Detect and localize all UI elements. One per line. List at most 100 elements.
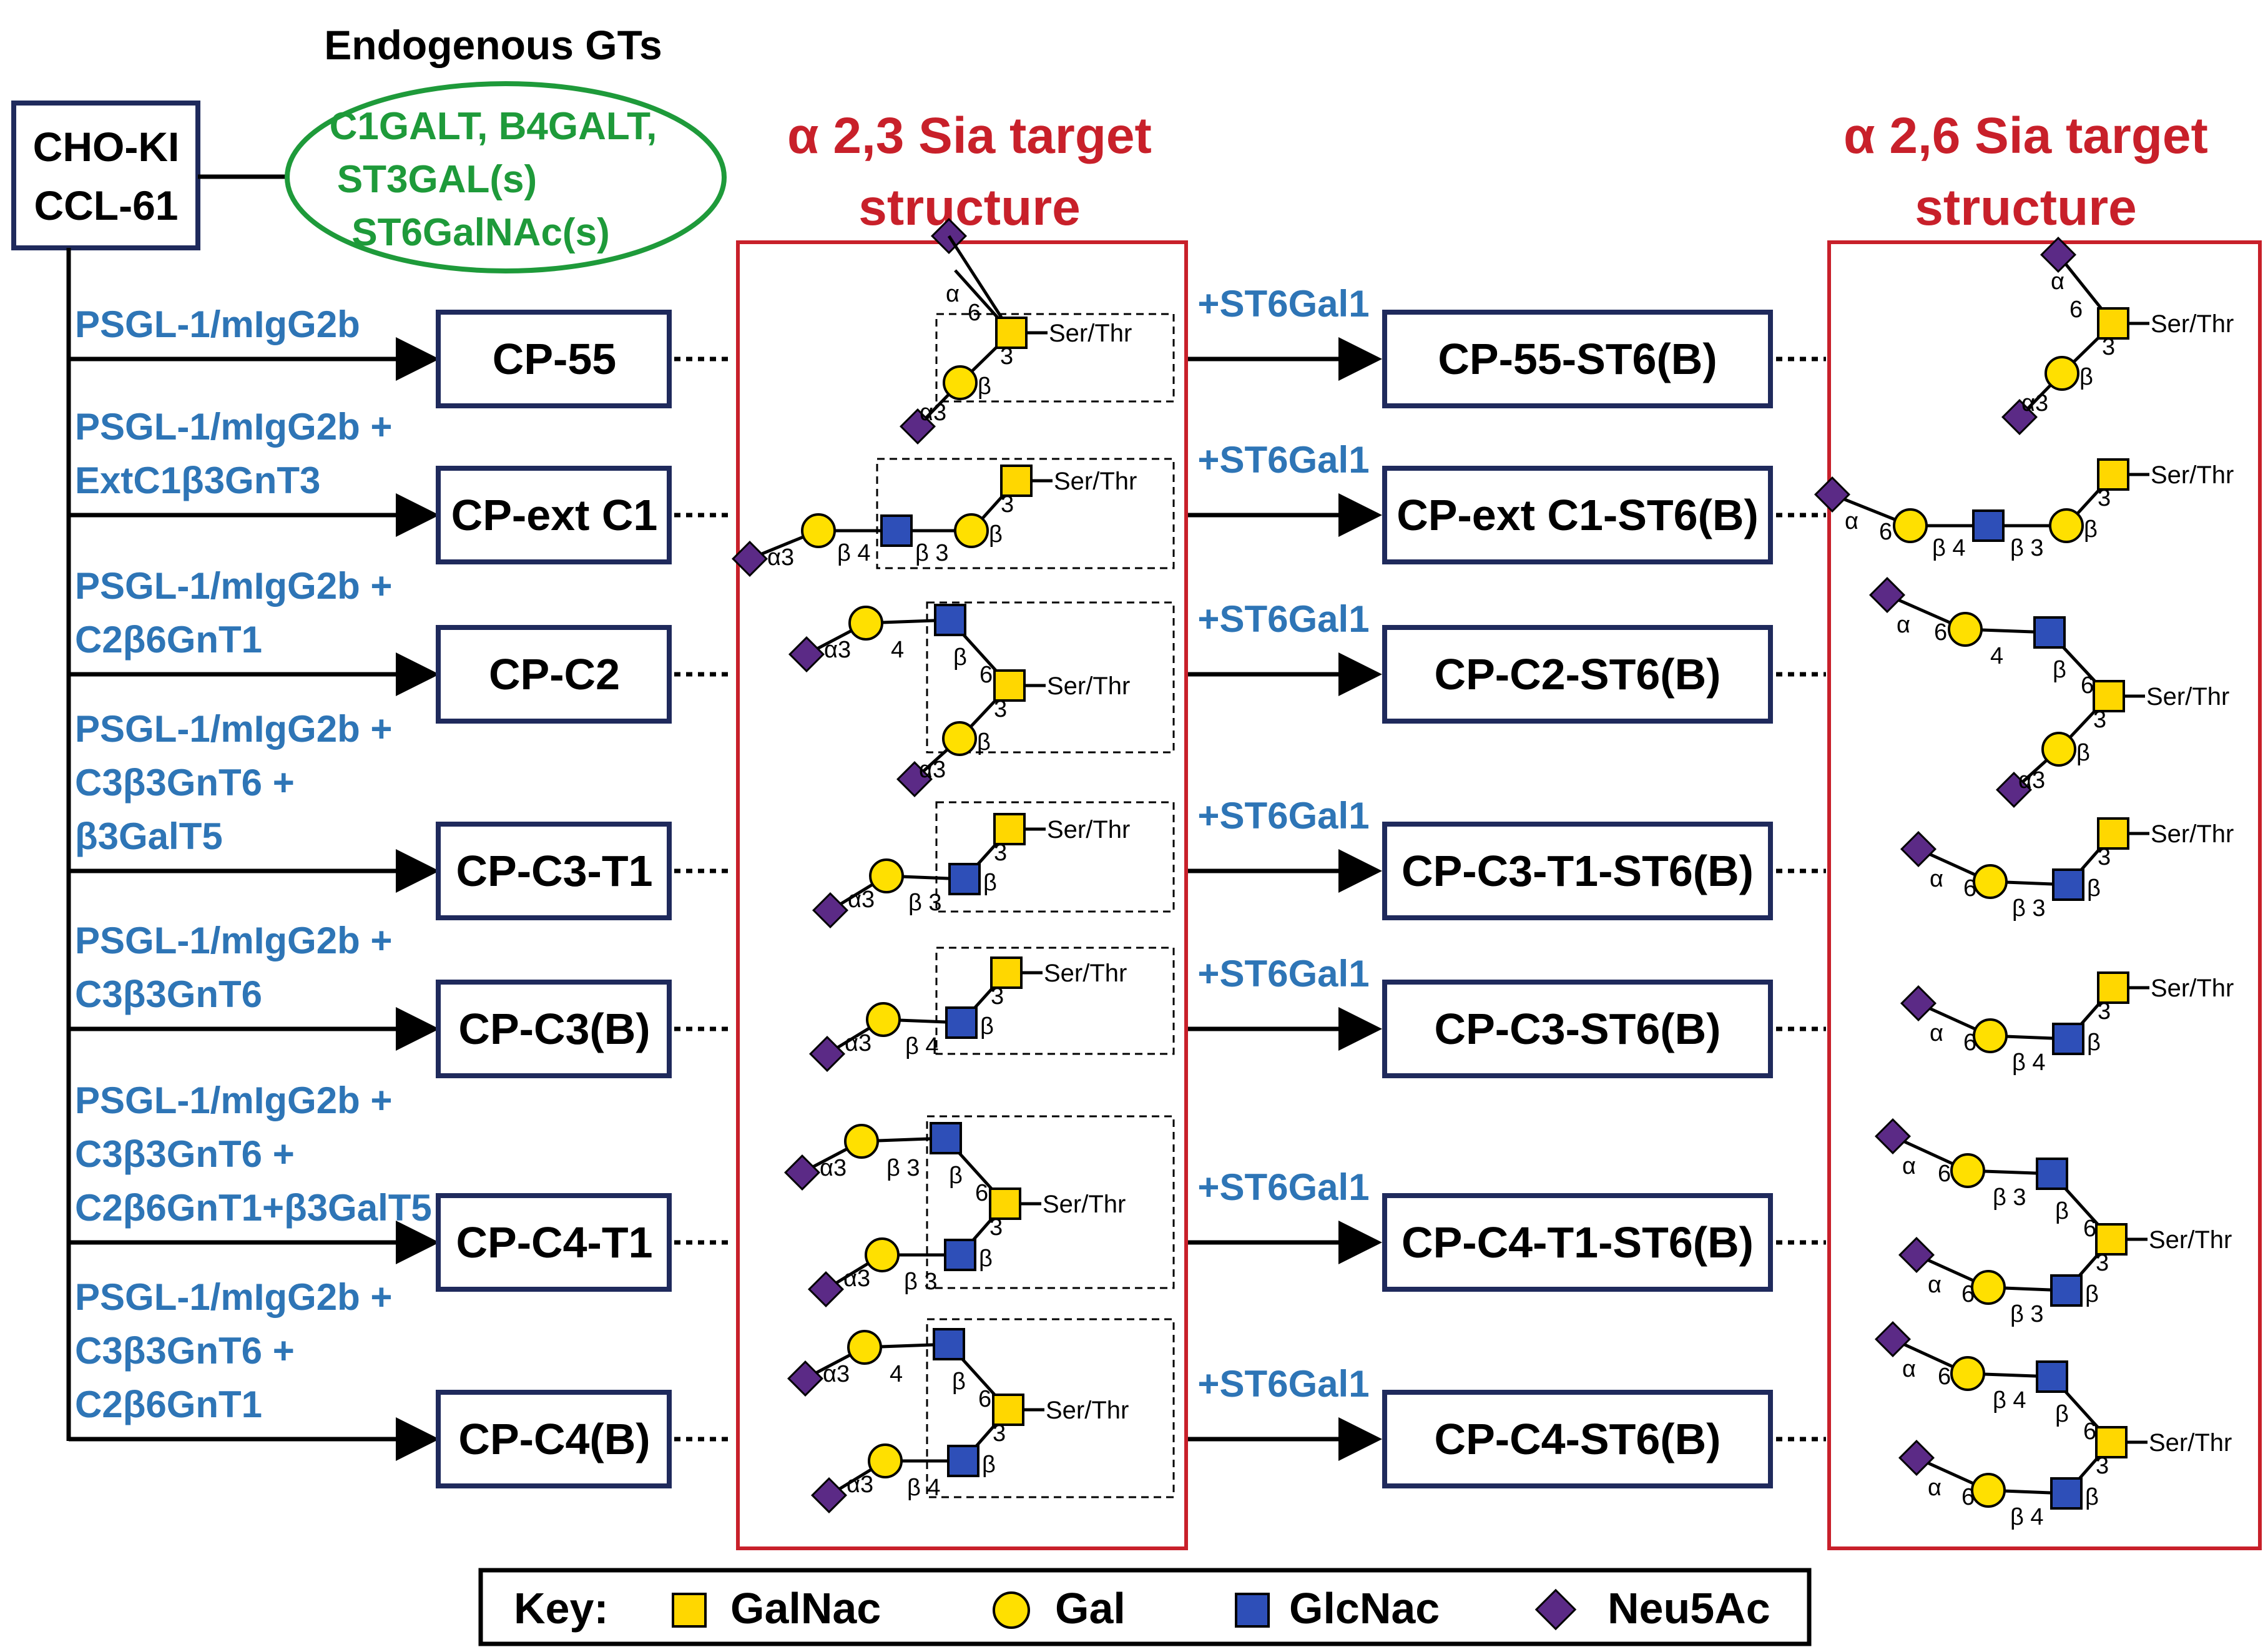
cell-line-box	[436, 1193, 672, 1292]
glcnac-residue	[2050, 1274, 2083, 1307]
linkage-label: α3	[823, 1361, 850, 1387]
key-label-glcnac: GlcNac	[1289, 1584, 1440, 1633]
linkage-label: α	[1897, 612, 1910, 638]
linkage-label: β	[953, 644, 967, 671]
product-label: CP-C2-ST6(B)	[1435, 650, 1721, 699]
endogenous-gts-ellipse: C1GALT, B4GALT, ST3GAL(s) ST6GalNAc(s)	[285, 81, 727, 273]
glcnac-residue	[2052, 868, 2084, 901]
row-6: PSGL-1/mIgG2b +C3β3GnT6 +C2β6GnT1+β3GalT…	[69, 1079, 1826, 1292]
linkage-label: α3	[847, 1472, 873, 1498]
linkage-label: β	[2087, 875, 2101, 902]
linkage-label: β	[2087, 1030, 2101, 1056]
glcnac-residue	[2036, 1158, 2068, 1190]
linkage-label: 3	[993, 1420, 1006, 1447]
transfection-label: PSGL-1/mIgG2b +	[75, 1079, 392, 1121]
transfection-label: PSGL-1/mIgG2b +	[75, 920, 392, 961]
galnac-residue	[2097, 458, 2129, 491]
linkage-label: 3	[991, 983, 1004, 1010]
linkage-label: 6	[975, 1180, 988, 1206]
linkage-label: β	[2053, 657, 2066, 683]
a23-title-line-2: structure	[858, 179, 1080, 236]
product-box	[1382, 822, 1773, 920]
linkage-label: 6	[968, 300, 981, 326]
neu5ac-residue	[788, 636, 825, 672]
linkage-label: 3	[994, 696, 1007, 722]
linkage-label: 6	[1961, 1484, 1975, 1510]
gal-residue	[942, 721, 977, 756]
linkage-label: α3	[2018, 767, 2045, 794]
gal-residue	[848, 606, 883, 641]
ser-thr-label: Ser/Thr	[1046, 1397, 1129, 1424]
neu5ac-residue	[1875, 1118, 1911, 1154]
neu5ac-residue	[1869, 577, 1905, 613]
cell-line-label: CP-C3(B)	[458, 1005, 650, 1053]
endogenous-gts-title: Endogenous GTs	[324, 22, 662, 68]
linkage-label: 3	[989, 1214, 1003, 1241]
ser-thr-label: Ser/Thr	[2151, 461, 2234, 489]
neu5ac-residue	[2001, 399, 2038, 435]
ser-thr-label: Ser/Thr	[1044, 960, 1127, 987]
neu5ac-residue	[1898, 1440, 1935, 1476]
glcnac-residue	[880, 514, 913, 547]
key-label-neu5ac: Neu5Ac	[1608, 1584, 1770, 1633]
a26-structure-panel	[1827, 240, 2262, 1550]
neu5ac-residue	[2040, 237, 2076, 273]
linkage-label: β	[980, 1013, 994, 1040]
neu5ac-residue	[896, 761, 933, 797]
linkage-label: 4	[890, 1361, 903, 1387]
product-label: CP-C4-ST6(B)	[1435, 1415, 1721, 1463]
ser-thr-label: Ser/Thr	[1047, 672, 1130, 700]
gal-residue	[1950, 1153, 1985, 1188]
linkage-label: α	[1930, 1020, 1943, 1046]
linkage-label: 3	[2096, 1453, 2109, 1479]
transfection-label: PSGL-1/mIgG2b +	[75, 406, 392, 448]
gal-residue	[868, 1443, 903, 1478]
neu5ac-key-icon	[1534, 1588, 1577, 1631]
key-title: Key:	[514, 1584, 609, 1633]
gal-residue	[2041, 732, 2076, 767]
core-dashed-box	[876, 458, 1175, 569]
row-4: PSGL-1/mIgG2b +C3β3GnT6 +β3GalT5CP-C3-T1…	[69, 708, 1826, 920]
linkage-label: β	[952, 1369, 966, 1395]
neu5ac-residue	[1898, 1237, 1935, 1273]
glcnac-residue	[930, 1122, 962, 1154]
enzyme-label: +ST6Gal1	[1197, 795, 1369, 837]
neu5ac-residue	[808, 1271, 844, 1307]
gal-residue	[2045, 356, 2079, 391]
linkage-label: α3	[919, 757, 946, 783]
linkage-label: 3	[1001, 491, 1014, 518]
cell-line-label: CP-C2	[489, 650, 620, 699]
linkage-label: β 3	[908, 890, 942, 916]
glcnac-residue	[2052, 1023, 2084, 1055]
glcnac-residue	[933, 1328, 965, 1360]
linkage-label: β	[2085, 1281, 2099, 1307]
linkage-label: 3	[2098, 998, 2111, 1025]
glcnac-residue	[945, 1006, 978, 1039]
transfection-label: β3GalT5	[75, 815, 223, 857]
galnac-residue	[2093, 680, 2125, 712]
neu5ac-residue	[784, 1154, 820, 1191]
product-label: CP-C3-ST6(B)	[1435, 1005, 1721, 1053]
linkage-label: β 4	[1993, 1387, 2026, 1414]
linkage-label: α	[1902, 1356, 1916, 1382]
core-dashed-box	[926, 1115, 1175, 1289]
transfection-label: PSGL-1/mIgG2b +	[75, 565, 392, 607]
linkage-label: 3	[1000, 343, 1013, 370]
gal-residue	[943, 365, 978, 400]
ser-thr-label: Ser/Thr	[2149, 1226, 2232, 1254]
linkage-label: β 3	[2010, 1301, 2044, 1327]
galnac-residue	[992, 1394, 1024, 1426]
glcnac-residue	[948, 863, 981, 895]
linkage-label: α	[1902, 1153, 1916, 1179]
transfection-label: ExtC1β3GnT3	[75, 460, 320, 501]
core-dashed-box	[926, 601, 1175, 754]
transfection-label: C2β6GnT1+β3GalT5	[75, 1187, 432, 1229]
galnac-key-icon	[672, 1593, 707, 1628]
glcnac-residue	[934, 604, 966, 636]
linkage-label: β 4	[907, 1475, 941, 1501]
row-5: PSGL-1/mIgG2b +C3β3GnT6CP-C3(B)+ST6Gal1C…	[69, 920, 1826, 1078]
ser-thr-label: Ser/Thr	[1047, 816, 1130, 843]
linkage-label: α3	[820, 1155, 847, 1181]
linkage-label: β 3	[1993, 1184, 2026, 1211]
